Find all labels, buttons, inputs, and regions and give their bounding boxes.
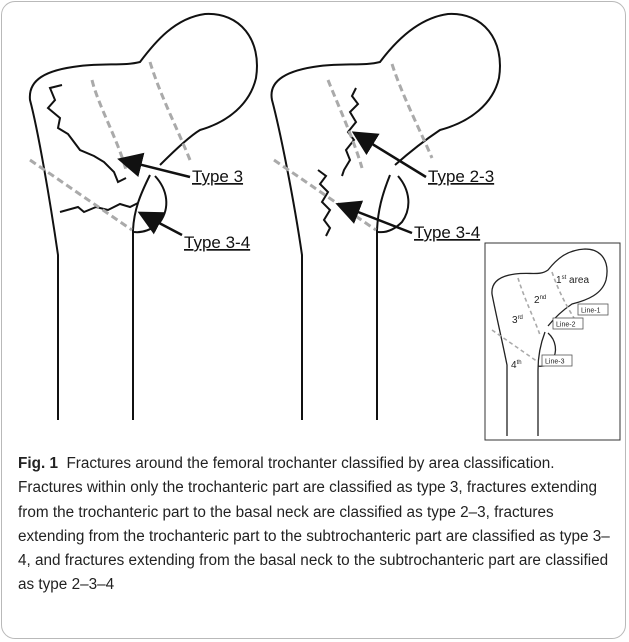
- caption-text: Fractures around the femoral trochanter …: [18, 455, 610, 593]
- figure-illustration: Type 3 Type 3-4 Type 2-3 Type 3-4: [0, 0, 629, 450]
- left-femur: [30, 14, 257, 420]
- label-type-3-4-left: Type 3-4: [184, 233, 250, 252]
- left-arrows: [122, 160, 190, 235]
- caption-label: Fig. 1: [18, 455, 58, 472]
- label-type-3: Type 3: [192, 167, 243, 186]
- svg-text:Line-1: Line-1: [581, 308, 601, 315]
- label-type-2-3: Type 2-3: [428, 167, 494, 186]
- svg-text:Line-2: Line-2: [556, 322, 576, 329]
- inset-line-2-tag: Line-2: [553, 318, 583, 329]
- label-type-3-4-right: Type 3-4: [414, 223, 480, 242]
- inset-area-1: 1st area: [556, 275, 589, 286]
- right-femur: [271, 14, 499, 420]
- figure-caption: Fig. 1 Fractures around the femoral troc…: [18, 452, 614, 598]
- svg-text:Line-3: Line-3: [545, 359, 565, 366]
- inset-line-3-tag: Line-3: [542, 355, 572, 366]
- inset-diagram: 1st area 2nd 3rd 4th Line-1 Line-2 Line-…: [485, 243, 620, 440]
- inset-line-1-tag: Line-1: [578, 304, 608, 315]
